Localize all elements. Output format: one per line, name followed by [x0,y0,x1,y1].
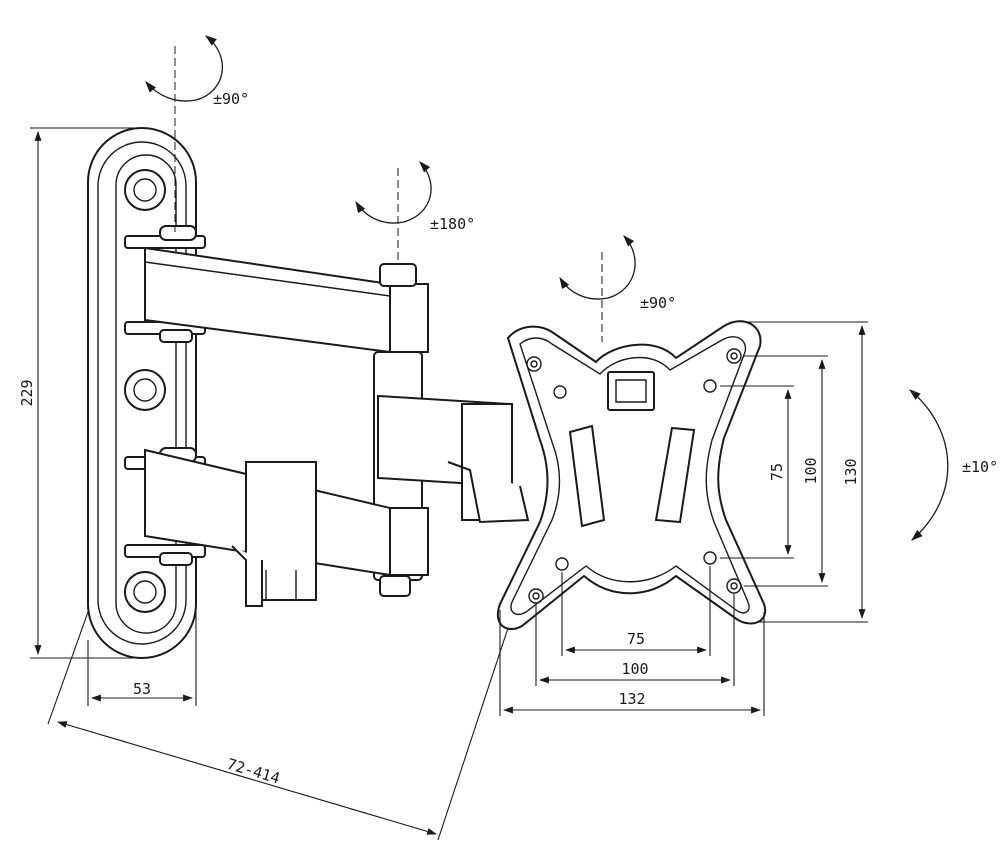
label-vesa-outer-w: 100 [621,660,648,678]
vesa-hole-tl-inner [553,385,567,399]
vesa-hole-tl-outer [526,356,542,372]
dim-vesa-width [499,566,765,716]
vesa-hole-tr-inner [703,379,717,393]
label-wall-swivel: ±90° [213,90,249,108]
label-tilt: ±10° [962,458,998,476]
plate-swivel-indicator [559,235,636,342]
vesa-hole-bl-inner [555,557,569,571]
arm-swivel-indicator [355,161,432,264]
dim-vesa-height [720,321,868,623]
vesa-hole-tr-outer [726,348,742,364]
label-vesa-inner-w: 75 [627,630,645,648]
vesa-hole-br-inner [703,551,717,565]
dim-extension [47,611,509,841]
vesa-hole-br-outer [726,578,742,594]
wall-screw-middle [124,369,166,411]
dim-wall-width [87,600,197,706]
dim-wall-height [30,127,150,659]
lower-arm [144,448,429,607]
label-extension: 72-414 [225,755,282,788]
wall-screw-bottom [124,571,166,613]
label-plate-height: 130 [842,458,860,485]
label-arm-swivel: ±180° [430,215,475,233]
label-plate-width: 132 [618,690,645,708]
label-vesa-outer-h: 100 [802,457,820,484]
label-vesa-inner-h: 75 [768,463,786,481]
wall-screw-top [124,169,166,211]
label-wall-height: 229 [18,379,36,406]
vesa-hole-bl-outer [528,588,544,604]
forearm [377,394,530,524]
wall-swivel-indicator [145,35,224,232]
wall-plate [87,127,206,659]
label-wall-width: 53 [133,680,151,698]
tilt-indicator [909,389,949,541]
vesa-plate [497,320,767,631]
label-plate-swivel: ±90° [640,294,676,312]
